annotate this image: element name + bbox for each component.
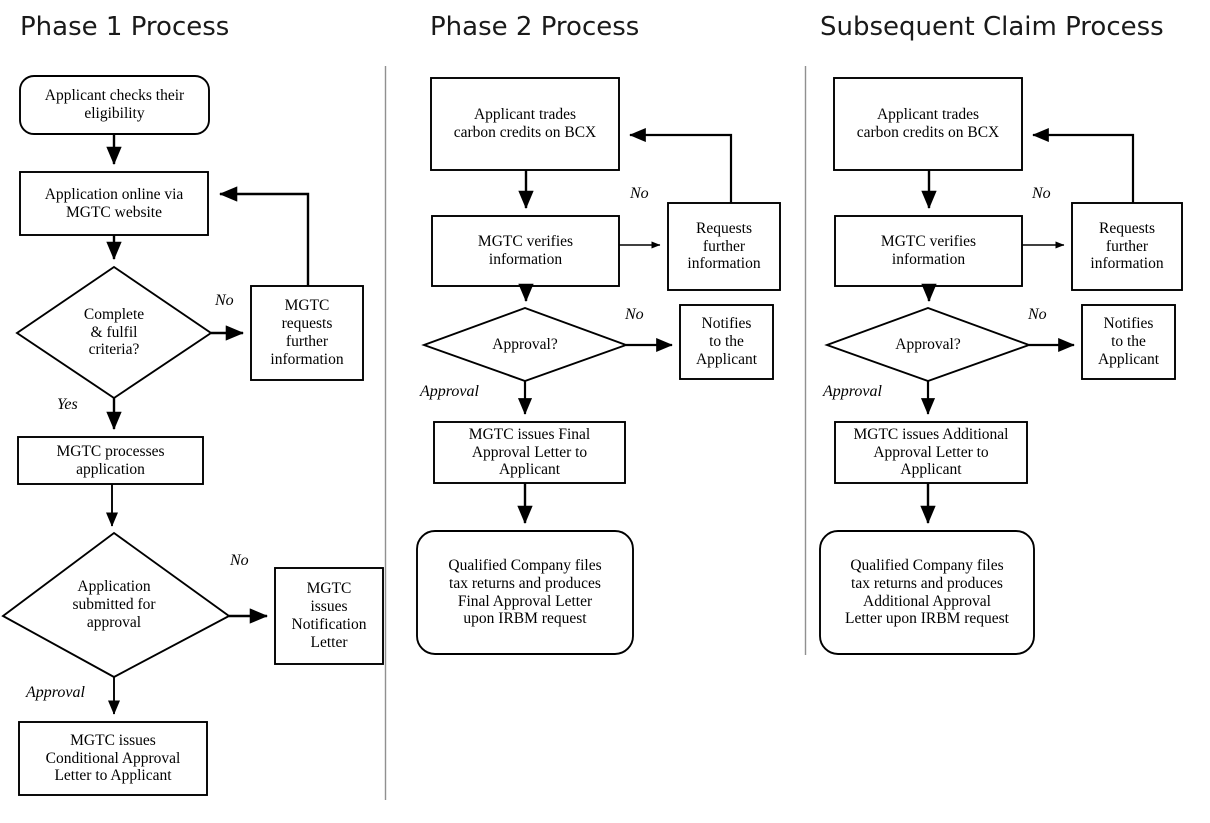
column-title-phase-1: Phase 1 Process	[20, 12, 230, 42]
node-shape-p2-n5[interactable]	[679, 304, 774, 380]
edge-label-p1-no-2: No	[230, 552, 249, 569]
node-shape-p1-n2[interactable]	[19, 171, 209, 236]
edge-p1-n4-feedback	[219, 186, 310, 286]
edge-p2-n3-feedback	[629, 127, 733, 203]
node-shape-p2-n7[interactable]	[416, 530, 634, 655]
node-shape-p3-n5[interactable]	[1081, 304, 1176, 380]
node-shape-p1-n4[interactable]	[250, 285, 364, 381]
node-shape-p3-n6[interactable]	[834, 421, 1028, 484]
node-shape-p1-n6[interactable]	[1, 531, 231, 679]
node-shape-p1-n8[interactable]	[18, 721, 208, 796]
node-shape-p2-n4[interactable]	[421, 306, 629, 383]
column-title-subsequent-claim: Subsequent Claim Process	[820, 12, 1164, 42]
edge-label-p2-no-1: No	[630, 185, 649, 202]
node-shape-p3-n7[interactable]	[819, 530, 1035, 655]
node-shape-p3-n2[interactable]	[834, 215, 1023, 287]
edge-label-p1-approval: Approval	[26, 684, 85, 701]
node-shape-p3-n3[interactable]	[1071, 202, 1183, 291]
node-shape-p1-n1[interactable]	[19, 75, 210, 135]
edge-label-p3-no-2: No	[1028, 306, 1047, 323]
node-shape-p1-n5[interactable]	[17, 436, 204, 485]
edge-label-p3-approval: Approval	[823, 383, 882, 400]
node-shape-p2-n2[interactable]	[431, 215, 620, 287]
edge-label-p1-no-1: No	[215, 292, 234, 309]
node-shape-p2-n1[interactable]	[430, 77, 620, 171]
node-shape-p3-n4[interactable]	[824, 306, 1032, 383]
edge-label-p2-no-2: No	[625, 306, 644, 323]
edge-label-p2-approval: Approval	[420, 383, 479, 400]
node-shape-p2-n6[interactable]	[433, 421, 626, 484]
node-shape-p3-n1[interactable]	[833, 77, 1023, 171]
edge-label-p1-yes: Yes	[57, 396, 78, 413]
edge-p3-n3-feedback	[1032, 127, 1135, 203]
node-shape-p1-n3[interactable]	[15, 265, 213, 400]
node-shape-p1-n7[interactable]	[274, 567, 384, 665]
node-shape-p2-n3[interactable]	[667, 202, 781, 291]
column-title-phase-2: Phase 2 Process	[430, 12, 640, 42]
edge-label-p3-no-1: No	[1032, 185, 1051, 202]
